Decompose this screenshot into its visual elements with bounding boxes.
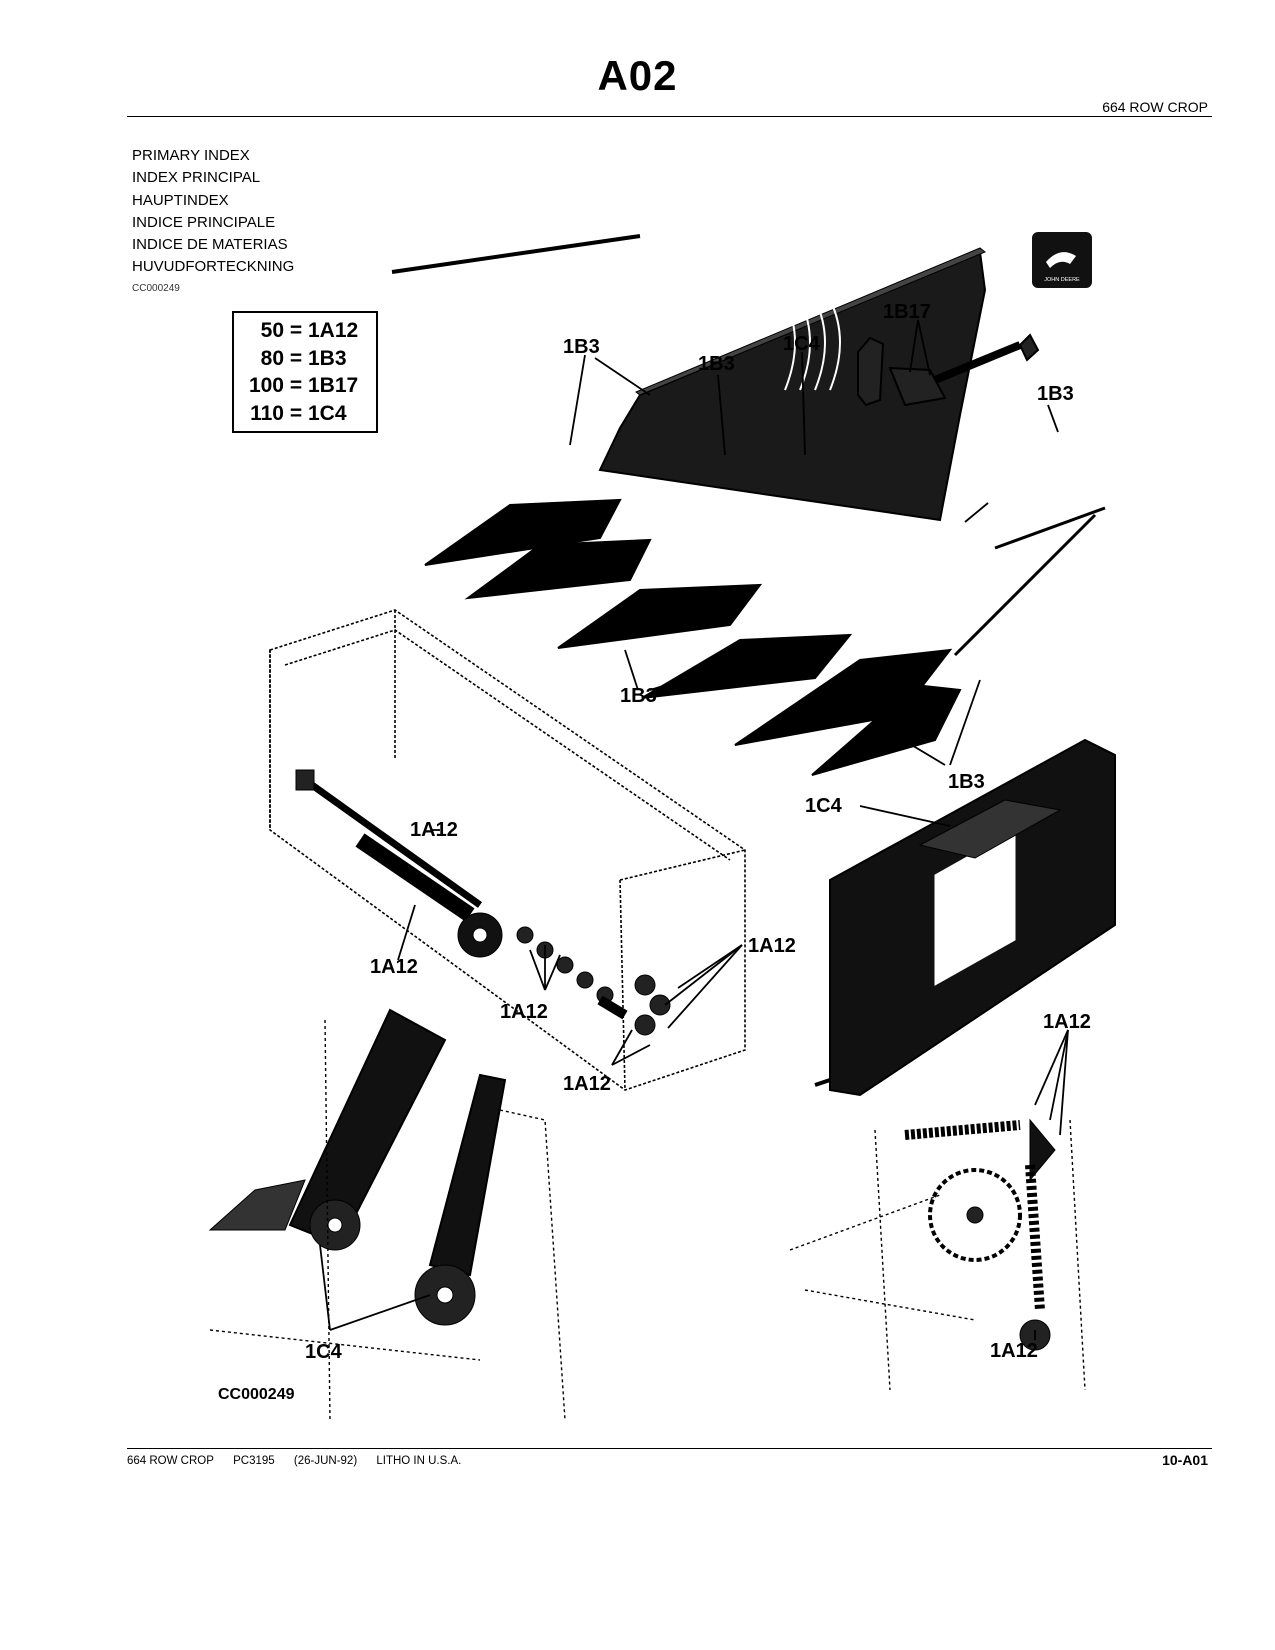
footer-date: (26-JUN-92): [293, 1455, 358, 1467]
callout-label: 1A12: [500, 1001, 548, 1023]
callout-label: 1B3: [698, 353, 735, 375]
legend-number: 100: [248, 374, 284, 397]
legend-row: 100=1B17: [246, 372, 376, 400]
callout-label: 1B17: [883, 301, 931, 323]
spring-tension-sprocket-illustration: [789, 1118, 1086, 1391]
gathering-chain-illustration: [208, 1008, 566, 1421]
legend-row: 50=1A12: [246, 317, 376, 345]
callout-label: 1B3: [1037, 383, 1074, 405]
callout-label: 1A12: [990, 1340, 1038, 1362]
legend-ref: 1A12: [308, 319, 359, 342]
index-title-list: PRIMARY INDEX INDEX PRINCIPAL HAUPTINDEX…: [132, 145, 294, 279]
legend-ref: 1C4: [308, 401, 347, 425]
legend-row: 110=1C4: [246, 400, 376, 428]
page-number: 10-A01: [1162, 1452, 1208, 1468]
decal-text: JOHN DEERE: [1044, 277, 1080, 283]
footer-litho: LITHO IN U.S.A.: [376, 1455, 462, 1467]
legend-ref: 1B3: [308, 346, 347, 370]
index-title-swedish: HUVUDFORTECKNING: [132, 258, 295, 276]
callout-labels: 1B3 1B3 1C4 1B17 1B3 1B3 1B3 1C4 1A12 1A…: [305, 301, 1091, 1363]
legend-row: 80=1B3: [246, 345, 376, 373]
legend-number: 110: [250, 401, 284, 425]
header-rule: [127, 116, 1212, 117]
footer-model: 664 ROW CROP: [127, 1455, 214, 1467]
callout-label: 1A12: [370, 956, 418, 978]
john-deere-decal: JOHN DEERE: [1032, 232, 1092, 288]
legend-number: 50: [260, 319, 284, 342]
exploded-parts-diagram: JOHN DEERE: [208, 232, 1116, 1421]
front-frame-panel-illustration: [814, 738, 1116, 1097]
index-title-spanish: INDICE DE MATERIAS: [132, 236, 288, 254]
callout-label: 1A12: [1043, 1011, 1091, 1033]
cornhead-header-illustration: [391, 234, 1106, 776]
callout-label: 1B3: [620, 685, 657, 707]
callout-leader-lines: [319, 319, 1069, 1340]
callout-label: 1A12: [748, 935, 796, 957]
legend-ref: 1B17: [308, 374, 359, 397]
callout-label: 1B3: [948, 771, 985, 793]
callout-label: 1C4: [783, 333, 821, 355]
callout-label: 1B3: [563, 336, 600, 358]
callout-label: 1A12: [410, 819, 458, 841]
section-legend-box: 50=1A12 80=1B3 100=1B17 110=1C4: [232, 311, 378, 433]
footer-rule: [127, 1448, 1212, 1449]
footer-info: 664 ROW CROP PC3195 (26-JUN-92) LITHO IN…: [127, 1455, 477, 1467]
gathering-belt-part-illustration: [857, 333, 1040, 407]
index-title-english: PRIMARY INDEX: [132, 147, 250, 164]
figure-code: CC000249: [218, 1386, 295, 1403]
index-title-italian: INDICE PRINCIPALE: [132, 213, 276, 231]
index-code: CC000249: [132, 283, 180, 294]
frame-outline-illustration: [269, 609, 746, 1091]
callout-label: 1C4: [805, 795, 843, 817]
drive-shaft-illustration: [295, 769, 671, 1036]
legend-number: 80: [260, 346, 284, 370]
model-header: 664 ROW CROP: [1102, 99, 1208, 115]
callout-label: 1C4: [305, 1341, 343, 1363]
index-title-french: INDEX PRINCIPAL: [132, 169, 261, 187]
callout-label: 1A12: [563, 1073, 611, 1095]
index-title-german: HAUPTINDEX: [132, 191, 229, 209]
page-title: A02: [597, 52, 678, 99]
footer-catalog: PC3195: [233, 1455, 275, 1467]
